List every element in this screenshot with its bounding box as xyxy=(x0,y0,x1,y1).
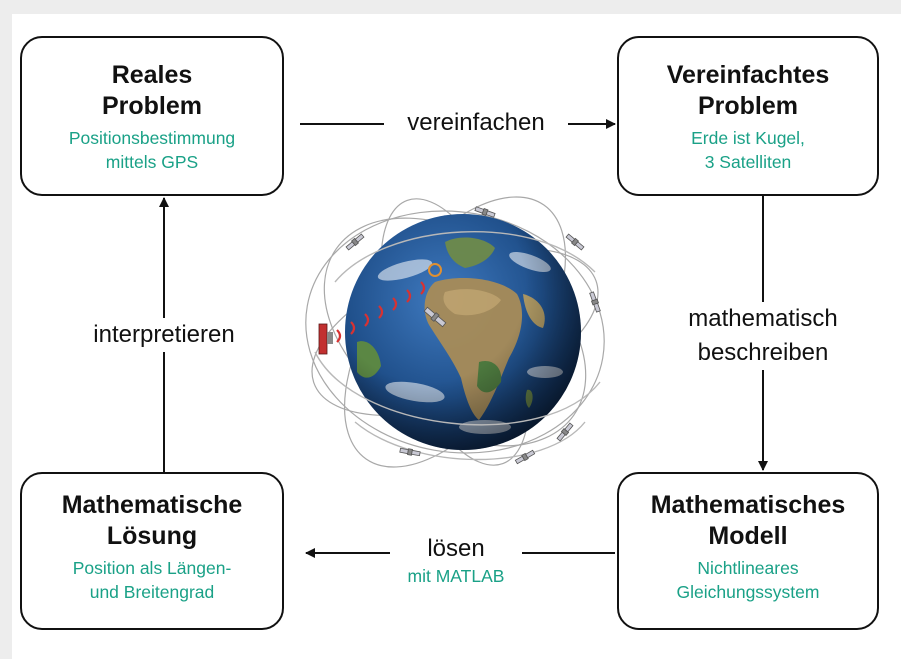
node-math-model: Mathematisches Modell Nichtlineares Glei… xyxy=(617,472,879,630)
node-model-title: Mathematisches Modell xyxy=(650,491,846,550)
window-frame-left xyxy=(0,0,12,659)
node-real-problem: Reales Problem Positionsbestimmung mitte… xyxy=(20,36,284,196)
node-real-title: Reales Problem xyxy=(101,61,203,120)
node-simplified-problem: Vereinfachtes Problem Erde ist Kugel, 3 … xyxy=(617,36,879,196)
node-real-subtitle: Positionsbestimmung mittels GPS xyxy=(68,128,236,172)
window-frame-top xyxy=(0,0,901,14)
node-simplified-subtitle: Erde ist Kugel, 3 Satelliten xyxy=(691,128,805,172)
edge-label-describe: mathematisch beschreiben xyxy=(672,302,854,370)
globe-with-satellites-icon xyxy=(305,196,605,468)
edge-label-solve-tool: mit MATLAB xyxy=(384,566,528,587)
node-math-solution: Mathematische Lösung Position als Längen… xyxy=(20,472,284,630)
node-simplified-title: Vereinfachtes Problem xyxy=(666,61,830,120)
edge-label-solve: lösen xyxy=(390,532,522,566)
edge-label-interpret: interpretieren xyxy=(72,318,256,352)
receiver-icon xyxy=(318,323,333,355)
node-solution-subtitle: Position als Längen- und Breitengrad xyxy=(72,558,232,602)
node-model-subtitle: Nichtlineares Gleichungssystem xyxy=(676,558,820,602)
node-solution-title: Mathematische Lösung xyxy=(61,491,243,550)
edge-label-simplify: vereinfachen xyxy=(384,106,568,140)
gps-signal-icon xyxy=(336,281,426,343)
